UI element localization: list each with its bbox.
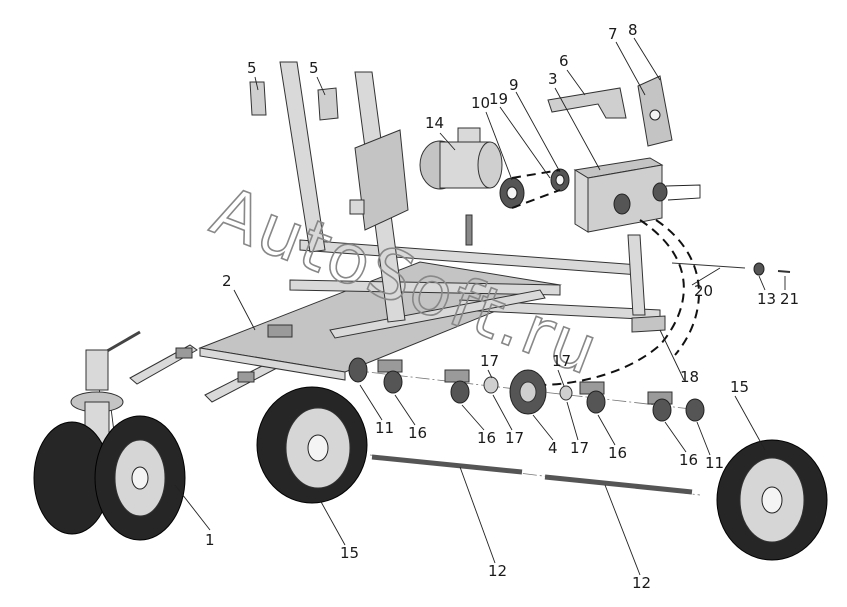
bearing-housing-16c — [579, 381, 606, 414]
cross-beam-mid — [289, 279, 561, 296]
label-7: 7 — [608, 25, 618, 43]
motor-terminal-box — [457, 127, 481, 143]
plate-5-right — [317, 87, 339, 121]
label-17c: 17 — [570, 439, 589, 457]
label-15b: 15 — [730, 378, 749, 396]
axle-shaft-12-left — [371, 454, 523, 475]
lower-chain-front — [539, 219, 685, 386]
nut-13 — [753, 262, 765, 276]
wheel-15-left — [256, 386, 368, 504]
label-12a: 12 — [488, 562, 507, 580]
shaft-20 — [671, 262, 746, 269]
gearbox-shaft-out — [613, 193, 631, 215]
label-2: 2 — [222, 272, 232, 290]
right-leg-front — [627, 234, 646, 316]
chassis-frame — [129, 61, 666, 403]
label-16d: 16 — [679, 451, 698, 469]
label-5b: 5 — [309, 59, 319, 77]
leader-lines — [174, 37, 786, 576]
bar-bracket-1 — [175, 347, 193, 359]
label-11a: 11 — [375, 419, 394, 437]
lever-bar-6 — [547, 87, 627, 119]
label-5a: 5 — [247, 59, 257, 77]
swivel-caster-wheel — [33, 330, 186, 541]
plate-bracket — [267, 324, 293, 338]
label-14: 14 — [425, 114, 444, 132]
bar-bracket-2 — [237, 371, 255, 383]
plate-5-left — [249, 81, 267, 116]
axle-shaft-12-right — [544, 474, 693, 495]
label-17d: 17 — [552, 352, 571, 370]
label-17a: 17 — [480, 352, 499, 370]
bushing-17a — [483, 376, 499, 394]
right-foot-plate — [631, 315, 666, 333]
bracket-hole — [649, 109, 661, 121]
gearbox-coupling — [652, 182, 668, 202]
washer-11-left — [348, 357, 368, 383]
base-plate-edge — [199, 347, 346, 381]
label-1: 1 — [205, 531, 215, 549]
label-8: 8 — [628, 21, 638, 39]
pin-21 — [777, 270, 791, 273]
mounting-panel — [354, 129, 409, 231]
gearbox — [573, 157, 701, 233]
callout-labels: 5 5 6 7 8 9 10 19 3 14 2 20 13 21 18 15 … — [205, 21, 799, 592]
label-3: 3 — [548, 70, 558, 88]
bearing-housing-16a — [377, 359, 403, 394]
label-19: 19 — [489, 90, 508, 108]
washer-11-right — [685, 398, 705, 422]
center-pin — [465, 214, 473, 246]
bearing-housing-16b — [444, 369, 470, 404]
label-15a: 15 — [340, 544, 359, 562]
electric-motor — [419, 127, 503, 190]
label-17b: 17 — [505, 429, 524, 447]
bearing-housing-16d — [647, 391, 673, 422]
post-bracket — [349, 199, 365, 215]
label-6: 6 — [559, 52, 569, 70]
label-10: 10 — [471, 94, 490, 112]
gearbox-handle — [665, 184, 701, 201]
upper-chain — [511, 169, 561, 209]
vertical-post-left — [279, 61, 326, 253]
bushing-17b — [559, 385, 573, 401]
label-20: 20 — [694, 282, 713, 300]
label-12b: 12 — [632, 574, 651, 592]
lower-chain-rear — [655, 219, 700, 356]
diagonal-brace — [329, 289, 546, 339]
label-16b: 16 — [477, 429, 496, 447]
label-21: 21 — [780, 290, 799, 308]
wheel-15-right — [716, 439, 828, 561]
drive-sprocket-4 — [509, 369, 547, 415]
label-9: 9 — [509, 76, 519, 94]
label-11b: 11 — [705, 454, 724, 472]
label-13: 13 — [757, 290, 776, 308]
label-18: 18 — [680, 368, 699, 386]
label-4: 4 — [548, 439, 558, 457]
label-16c: 16 — [608, 444, 627, 462]
label-16a: 16 — [408, 424, 427, 442]
